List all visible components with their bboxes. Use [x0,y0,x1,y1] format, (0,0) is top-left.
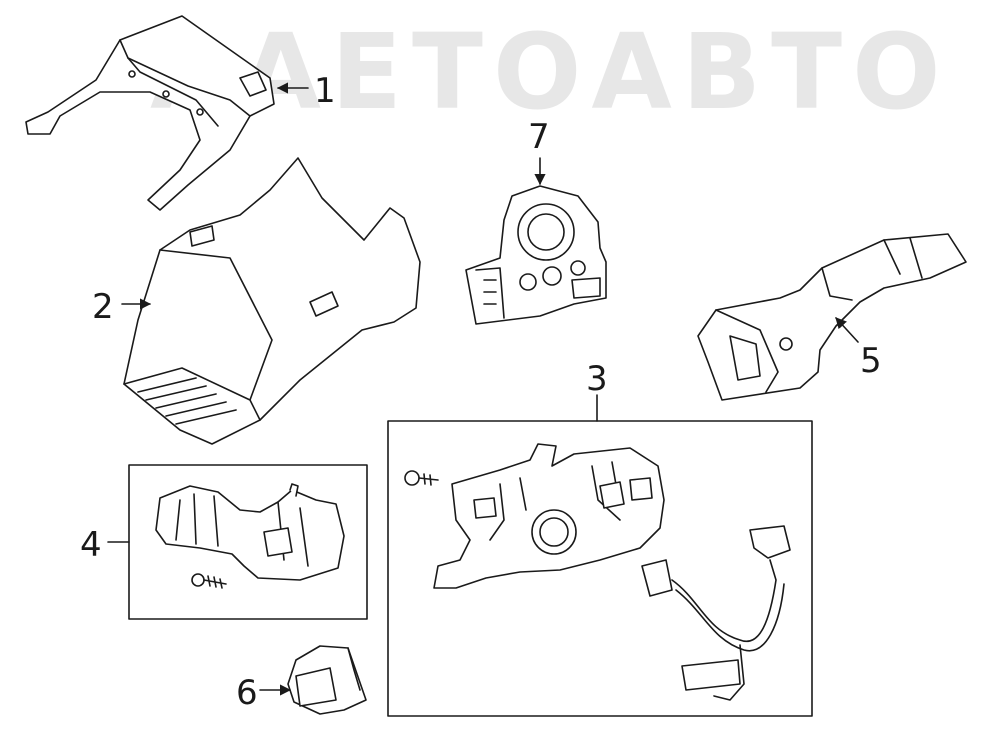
leader-5 [835,317,859,343]
leader-lines [107,82,859,696]
callout-2: 2 [92,287,114,327]
part-5-wiper-switch [697,233,967,401]
callout-6: 6 [236,673,258,713]
part-3-screw [404,470,439,486]
part-4-screw [191,573,227,589]
part-4-turn-signal-switch [155,483,345,581]
callout-labels: 1 2 3 4 5 6 7 [80,71,882,713]
callout-1: 1 [314,71,336,111]
part-6-switch [287,645,367,715]
watermark-logo: ААЕТОАВТО [150,12,940,142]
part-2-lower-cover [123,157,421,445]
callout-4: 4 [80,525,102,565]
part-3-wire-harness [641,525,791,701]
part-7-spiral-cable [465,185,607,325]
part-1-upper-cover [25,15,275,211]
callout-5: 5 [860,341,882,381]
watermark-text: ААЕТОАВТО [150,11,951,133]
part-3-switch-body [433,443,665,589]
callout-3: 3 [586,359,608,399]
callout-7: 7 [528,117,550,157]
